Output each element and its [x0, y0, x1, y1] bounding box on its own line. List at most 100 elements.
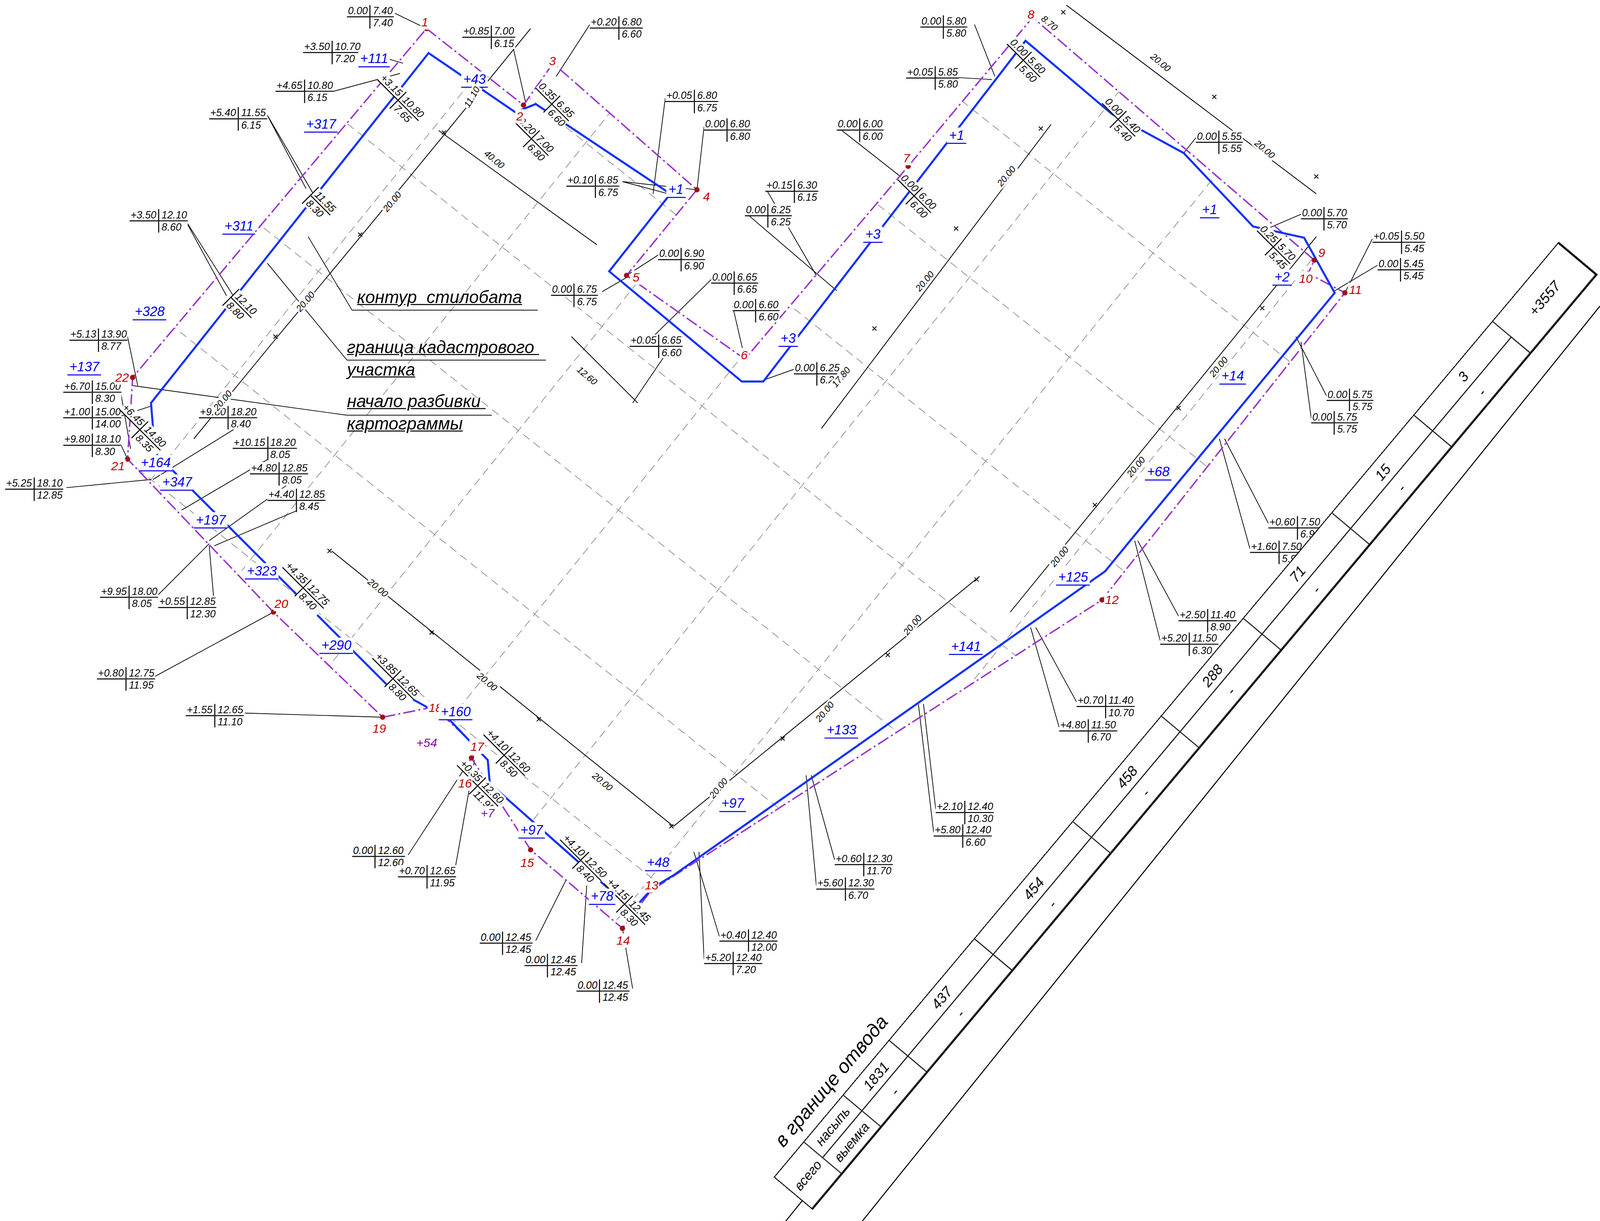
table-frame	[785, 273, 1600, 1221]
design-elevation: 12.40	[732, 952, 763, 965]
elevation-mark: +0.4012.4012.00	[719, 929, 778, 954]
volume-value: +125	[1056, 567, 1091, 587]
elevation-mark: 0.006.006.00	[836, 118, 884, 142]
existing-elevation: 6.60	[618, 28, 643, 40]
cut-fill-height: +0.60	[1268, 516, 1298, 529]
dimension-value: 20.00	[1047, 544, 1072, 571]
cut-fill-height: +0.60	[834, 852, 864, 865]
cut-fill-height: +9.95	[100, 585, 130, 598]
existing-elevation: 8.90	[1207, 621, 1237, 633]
point-number: 8	[1026, 3, 1036, 23]
design-elevation: 11.40	[1207, 609, 1237, 622]
cut-fill-height: 0.00	[793, 362, 817, 375]
cut-fill-height: +3.50	[303, 41, 333, 54]
existing-elevation: 8.05	[267, 449, 298, 461]
elevation-mark: +0.6012.3011.70	[834, 852, 894, 877]
cut-fill-height: +5.20	[1160, 632, 1190, 645]
design-elevation: 7.50	[1297, 516, 1322, 529]
design-elevation: 6.30	[794, 179, 818, 192]
volume-value: +111	[358, 48, 390, 68]
point-number: 7	[902, 148, 912, 167]
point-number: 2	[515, 106, 525, 125]
existing-elevation: 8.60	[158, 221, 189, 233]
design-elevation: 12.65	[214, 703, 245, 717]
design-elevation: 12.40	[748, 929, 779, 942]
point-number: 14	[615, 933, 631, 948]
elevation-mark: 12.108.80	[221, 288, 260, 327]
existing-elevation: 12.45	[599, 991, 630, 1004]
elevation-mark: +5.2518.1012.85	[5, 477, 64, 501]
note: контур стилобата	[357, 286, 582, 310]
dimension-value: 20.00	[1124, 454, 1148, 481]
cut-fill-height: +0.70	[398, 865, 428, 878]
cut-fill-height: +0.40	[719, 929, 749, 942]
volume-value: +3	[863, 226, 883, 244]
volume-value: +311	[222, 216, 256, 235]
existing-elevation: 7.40	[369, 17, 394, 29]
note-text: начало разбивки картограммы	[346, 390, 531, 436]
existing-elevation: 8.30	[91, 392, 122, 405]
volume-value: +68	[1144, 464, 1172, 481]
volume-value: +3	[863, 224, 883, 244]
cut-fill-height: +5.25	[5, 477, 35, 490]
design-elevation: 5.85	[934, 66, 959, 79]
elevation-mark: 0.005.405.40	[1093, 95, 1144, 145]
volume-value: +1	[947, 127, 967, 144]
cut-fill-height: +0.15	[765, 179, 795, 192]
cut-fill-height: +4.40	[267, 488, 297, 501]
existing-elevation: 6.15	[237, 119, 267, 131]
existing-elevation: 6.70	[1088, 731, 1118, 743]
point-number: 5	[631, 267, 641, 286]
point-number: 7	[902, 151, 912, 166]
elevation-mark: 0.0012.4512.45	[524, 953, 578, 978]
cut-fill-height: 0.00	[576, 979, 600, 992]
design-elevation: 6.85	[595, 174, 619, 187]
existing-elevation: 11.95	[125, 679, 156, 691]
dimension: 20.00	[989, 159, 1021, 191]
cut-fill-height: +0.70	[1076, 694, 1106, 707]
design-elevation: 18.20	[267, 436, 298, 449]
volume-value: +164	[138, 455, 173, 472]
point-number: 19	[371, 721, 387, 736]
elevation-mark: +4.4012.858.45	[267, 488, 326, 513]
design-elevation: 12.60	[374, 844, 405, 857]
volume-value: +328	[132, 304, 167, 321]
point-number: 16	[457, 776, 473, 791]
cut-fill-height: +6.70	[63, 380, 92, 393]
design-elevation: 6.80	[726, 118, 751, 131]
volume-value: +2	[1272, 269, 1292, 286]
design-elevation: 6.80	[693, 89, 718, 102]
elevation-mark: 0.005.705.70	[1301, 207, 1349, 231]
cut-fill-height: +0.85	[462, 25, 492, 38]
elevation-mark: +9.8018.208.40	[199, 405, 258, 430]
elevation-mark: 0.0012.6012.60	[351, 844, 405, 869]
cut-fill-height: +0.05	[1372, 230, 1402, 243]
volume-value: +97	[518, 820, 545, 840]
point-number: 15	[519, 855, 536, 871]
existing-elevation: 5.80	[934, 78, 959, 90]
cut-fill-height: +1.55	[185, 703, 215, 717]
elevation-mark: 0.007.407.40	[346, 5, 394, 29]
point-number: 11	[1347, 279, 1363, 298]
design-elevation: 6.75	[573, 283, 598, 296]
point-number: 21	[110, 459, 126, 474]
existing-elevation: 11.95	[426, 877, 457, 889]
volume-value: +97	[719, 795, 747, 813]
design-elevation: 6.90	[681, 247, 705, 260]
point-number: 19	[371, 718, 387, 737]
existing-elevation: 6.75	[573, 295, 598, 308]
elevation-mark: +4.1012.508.40	[551, 831, 610, 890]
volume-value: +160	[438, 702, 473, 721]
dimension-value: 20.00	[912, 268, 937, 295]
cut-fill-height: +0.55	[158, 595, 187, 609]
cut-fill-height: +1.00	[63, 405, 92, 419]
existing-elevation: 6.25	[767, 216, 792, 228]
volume-value: +290	[319, 635, 354, 655]
point-number: 16	[457, 773, 473, 793]
existing-elevation: 12.85	[34, 489, 64, 501]
volume-value: +323	[244, 563, 279, 580]
dimension: 20.00	[1042, 539, 1074, 571]
design-elevation: 18.10	[34, 477, 64, 490]
elevation-mark: 0.005.805.80	[920, 15, 968, 39]
dimension: 20.00	[472, 665, 504, 696]
